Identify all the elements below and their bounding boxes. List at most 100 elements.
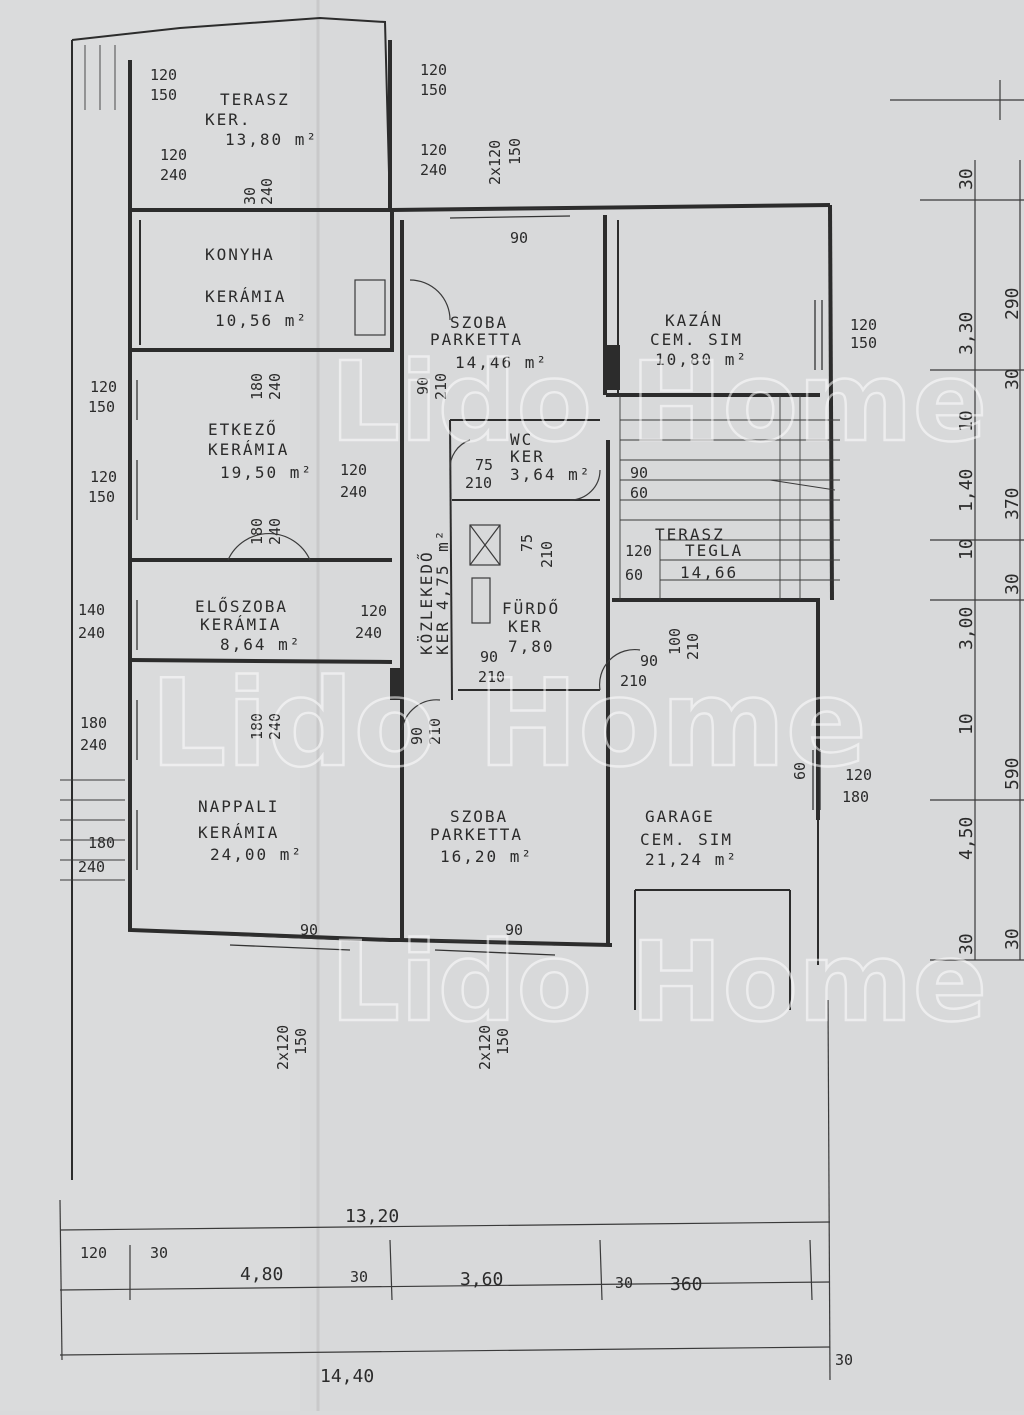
svg-text:1,40: 1,40	[956, 469, 977, 512]
svg-text:90: 90	[510, 229, 528, 247]
svg-text:150: 150	[494, 1028, 512, 1055]
svg-text:120: 120	[360, 602, 387, 620]
dimension-lines	[59, 80, 1024, 1381]
svg-text:210: 210	[465, 474, 492, 492]
svg-text:75: 75	[518, 534, 536, 552]
svg-text:240: 240	[266, 713, 284, 740]
svg-text:13,20: 13,20	[345, 1206, 399, 1227]
svg-text:14,66: 14,66	[680, 563, 738, 582]
svg-text:210: 210	[432, 373, 450, 400]
svg-text:4,75 m²: 4,75 m²	[433, 529, 452, 610]
svg-text:TERASZ: TERASZ	[655, 525, 725, 544]
svg-text:240: 240	[266, 518, 284, 545]
svg-text:KER.: KER.	[205, 110, 252, 129]
svg-text:90: 90	[640, 652, 658, 670]
svg-text:NAPPALI: NAPPALI	[198, 797, 279, 816]
svg-text:2x120: 2x120	[486, 140, 504, 185]
svg-text:KER: KER	[510, 447, 545, 466]
svg-text:14,40: 14,40	[320, 1366, 374, 1387]
svg-text:180: 180	[248, 373, 266, 400]
svg-text:10,56 m²: 10,56 m²	[215, 311, 308, 330]
svg-text:150: 150	[88, 488, 115, 506]
svg-text:30: 30	[615, 1274, 633, 1292]
svg-text:ETKEZŐ: ETKEZŐ	[208, 419, 278, 439]
svg-text:240: 240	[420, 161, 447, 179]
svg-text:140: 140	[78, 601, 105, 619]
svg-text:90: 90	[630, 464, 648, 482]
svg-text:KER: KER	[433, 620, 452, 655]
svg-text:240: 240	[80, 736, 107, 754]
svg-text:KAZÁN: KAZÁN	[665, 311, 723, 330]
svg-text:240: 240	[266, 373, 284, 400]
svg-text:3,00: 3,00	[956, 607, 977, 650]
svg-text:120: 120	[420, 61, 447, 79]
svg-text:KERÁMIA: KERÁMIA	[198, 823, 279, 842]
svg-text:240: 240	[258, 178, 276, 205]
svg-text:KERÁMIA: KERÁMIA	[200, 615, 281, 634]
svg-text:120: 120	[340, 461, 367, 479]
room-furdo: FÜRDŐ KER 7,80	[502, 598, 560, 656]
svg-text:SZOBA: SZOBA	[450, 807, 508, 826]
svg-text:120: 120	[90, 378, 117, 396]
svg-text:2x120: 2x120	[476, 1025, 494, 1070]
svg-text:210: 210	[538, 541, 556, 568]
svg-text:120: 120	[150, 66, 177, 84]
svg-text:3,60: 3,60	[460, 1269, 503, 1290]
watermark: Lido Home Lido Home Lido Home	[149, 337, 989, 1047]
room-szoba-top: SZOBA PARKETTA 14,46 m²	[430, 313, 548, 372]
svg-text:30: 30	[835, 1351, 853, 1369]
svg-text:CEM. SIM: CEM. SIM	[650, 330, 743, 349]
svg-text:210: 210	[478, 668, 505, 686]
svg-text:120: 120	[420, 141, 447, 159]
svg-text:360: 360	[670, 1274, 703, 1295]
svg-text:4,50: 4,50	[956, 817, 977, 860]
svg-text:150: 150	[150, 86, 177, 104]
right-dimensions: 30 3,30 10 1,40 10 3,00 10 4,50 30 290 3…	[956, 168, 1023, 955]
svg-text:150: 150	[420, 81, 447, 99]
door-swings	[227, 279, 641, 731]
room-konyha: KONYHA KERÁMIA 10,56 m²	[205, 245, 308, 330]
svg-text:PARKETTA: PARKETTA	[430, 330, 523, 349]
svg-text:KERÁMIA: KERÁMIA	[208, 440, 289, 459]
svg-text:240: 240	[355, 624, 382, 642]
overall-dimensions: 13,20 14,40 120 30 4,80 30 3,60 30 360 3…	[80, 1206, 853, 1387]
svg-text:ELŐSZOBA: ELŐSZOBA	[195, 596, 288, 616]
svg-text:3,64 m²: 3,64 m²	[510, 465, 591, 484]
room-terasz-right: TERASZ TEGLA 14,66	[655, 525, 741, 582]
svg-text:240: 240	[78, 858, 105, 876]
svg-text:KER: KER	[508, 617, 543, 636]
svg-text:120: 120	[625, 542, 652, 560]
svg-text:GARAGE: GARAGE	[645, 807, 715, 826]
svg-text:13,80 m²: 13,80 m²	[225, 130, 318, 149]
svg-text:30: 30	[956, 168, 977, 190]
svg-text:TERASZ: TERASZ	[220, 90, 290, 109]
svg-text:30: 30	[1002, 928, 1023, 950]
svg-text:Lido Home: Lido Home	[330, 918, 987, 1046]
svg-text:FÜRDŐ: FÜRDŐ	[502, 598, 560, 618]
room-etkezo: ETKEZŐ KERÁMIA 19,50 m²	[208, 419, 311, 482]
svg-text:60: 60	[625, 566, 643, 584]
svg-text:Lido Home: Lido Home	[330, 338, 987, 466]
room-eloszoba: ELŐSZOBA KERÁMIA 8,64 m²	[195, 596, 301, 654]
room-wc: WC KER 3,64 m²	[510, 430, 591, 484]
svg-text:30: 30	[1002, 573, 1023, 595]
opening-dimensions: 120 150 120 240 120 150 120 240 2x120 15…	[78, 61, 877, 1070]
svg-text:30: 30	[1002, 368, 1023, 390]
svg-text:8,64 m²: 8,64 m²	[220, 635, 301, 654]
room-nappali: NAPPALI KERÁMIA 24,00 m²	[198, 797, 301, 864]
room-kozlekedo: KÖZLEKEDŐ KER 4,75 m²	[416, 529, 452, 655]
room-szoba-bottom: SZOBA PARKETTA 16,20 m²	[430, 807, 531, 866]
svg-text:75: 75	[475, 456, 493, 474]
svg-text:30: 30	[956, 933, 977, 955]
svg-text:7,80: 7,80	[508, 637, 555, 656]
svg-text:150: 150	[850, 334, 877, 352]
svg-text:180: 180	[842, 788, 869, 806]
svg-text:210: 210	[426, 718, 444, 745]
svg-text:180: 180	[88, 834, 115, 852]
svg-text:KÖZLEKEDŐ: KÖZLEKEDŐ	[416, 550, 436, 655]
svg-text:90: 90	[408, 727, 426, 745]
svg-text:14,46 m²: 14,46 m²	[455, 353, 548, 372]
svg-text:WC: WC	[510, 430, 533, 449]
terrace-stairs	[619, 395, 840, 600]
svg-text:120: 120	[160, 146, 187, 164]
